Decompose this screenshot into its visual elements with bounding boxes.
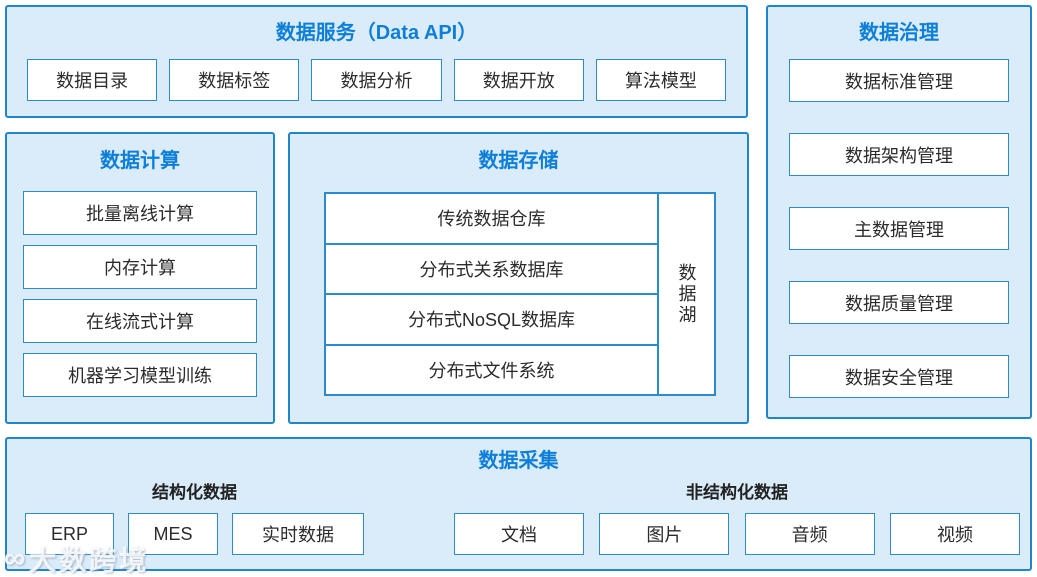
- governance-item-data-quality: 数据质量管理: [789, 281, 1009, 324]
- structured-data-label: 结构化数据: [152, 483, 237, 502]
- data-service-title: 数据服务（Data API）: [275, 22, 478, 44]
- compute-item-online-streaming: 在线流式计算: [23, 299, 257, 343]
- collection-item-realtime-data: 实时数据: [232, 513, 364, 555]
- collection-item-mes: MES: [128, 513, 218, 555]
- storage-row-distributed-nosql-db: 分布式NoSQL数据库: [326, 295, 657, 346]
- service-item-data-analysis: 数据分析: [311, 59, 442, 101]
- data-service-items: 数据目录 数据标签 数据分析 数据开放 算法模型: [7, 59, 746, 101]
- panel-data-storage: 数据存储 传统数据仓库 分布式关系数据库 分布式NoSQL数据库 分布式文件系统…: [288, 132, 749, 424]
- storage-row-traditional-warehouse: 传统数据仓库: [326, 194, 657, 245]
- collection-item-audio: 音频: [744, 513, 875, 555]
- governance-item-data-security: 数据安全管理: [789, 355, 1009, 398]
- data-storage-rows: 传统数据仓库 分布式关系数据库 分布式NoSQL数据库 分布式文件系统: [326, 194, 657, 394]
- panel-data-governance: 数据治理 数据标准管理 数据架构管理 主数据管理 数据质量管理 数据安全管理: [766, 5, 1032, 419]
- panel-data-service: 数据服务（Data API） 数据目录 数据标签 数据分析 数据开放 算法模型: [5, 5, 748, 118]
- unstructured-data-label: 非结构化数据: [686, 483, 788, 502]
- data-governance-title: 数据治理: [859, 22, 939, 44]
- compute-item-batch-offline: 批量离线计算: [23, 191, 257, 235]
- storage-row-distributed-file-system: 分布式文件系统: [326, 345, 657, 394]
- group-unstructured-data: 非结构化数据 文档 图片 音频 视频: [454, 482, 1020, 555]
- service-item-data-open: 数据开放: [453, 59, 584, 101]
- data-collection-title: 数据采集: [478, 450, 559, 472]
- compute-item-in-memory: 内存计算: [23, 245, 257, 289]
- collection-item-video: 视频: [889, 513, 1020, 555]
- collection-item-erp: ERP: [25, 513, 114, 555]
- storage-row-distributed-relational-db: 分布式关系数据库: [326, 244, 657, 295]
- collection-item-document: 文档: [454, 513, 584, 555]
- structured-data-items: ERP MES 实时数据: [25, 513, 364, 555]
- unstructured-data-items: 文档 图片 音频 视频: [454, 513, 1020, 555]
- data-storage-table: 传统数据仓库 分布式关系数据库 分布式NoSQL数据库 分布式文件系统 数据湖: [324, 192, 716, 396]
- collection-item-image: 图片: [599, 513, 730, 555]
- data-compute-items: 批量离线计算 内存计算 在线流式计算 机器学习模型训练: [23, 191, 257, 397]
- panel-data-collection: 数据采集 结构化数据 ERP MES 实时数据 非结构化数据 文档 图片 音频 …: [5, 437, 1032, 571]
- data-compute-title: 数据计算: [100, 150, 180, 172]
- governance-item-data-architecture: 数据架构管理: [789, 133, 1009, 176]
- group-structured-data: 结构化数据 ERP MES 实时数据: [25, 482, 364, 555]
- data-storage-title: 数据存储: [478, 150, 559, 172]
- storage-data-lake-cell: 数据湖: [657, 194, 714, 394]
- panel-data-compute: 数据计算 批量离线计算 内存计算 在线流式计算 机器学习模型训练: [5, 132, 275, 424]
- data-governance-items: 数据标准管理 数据架构管理 主数据管理 数据质量管理 数据安全管理: [768, 59, 1030, 398]
- governance-item-master-data: 主数据管理: [789, 207, 1009, 250]
- service-item-algorithm-model: 算法模型: [595, 59, 727, 101]
- governance-item-data-standard: 数据标准管理: [789, 59, 1009, 102]
- service-item-data-tag: 数据标签: [169, 59, 300, 101]
- service-item-data-catalog: 数据目录: [27, 59, 158, 101]
- compute-item-ml-training: 机器学习模型训练: [23, 353, 257, 397]
